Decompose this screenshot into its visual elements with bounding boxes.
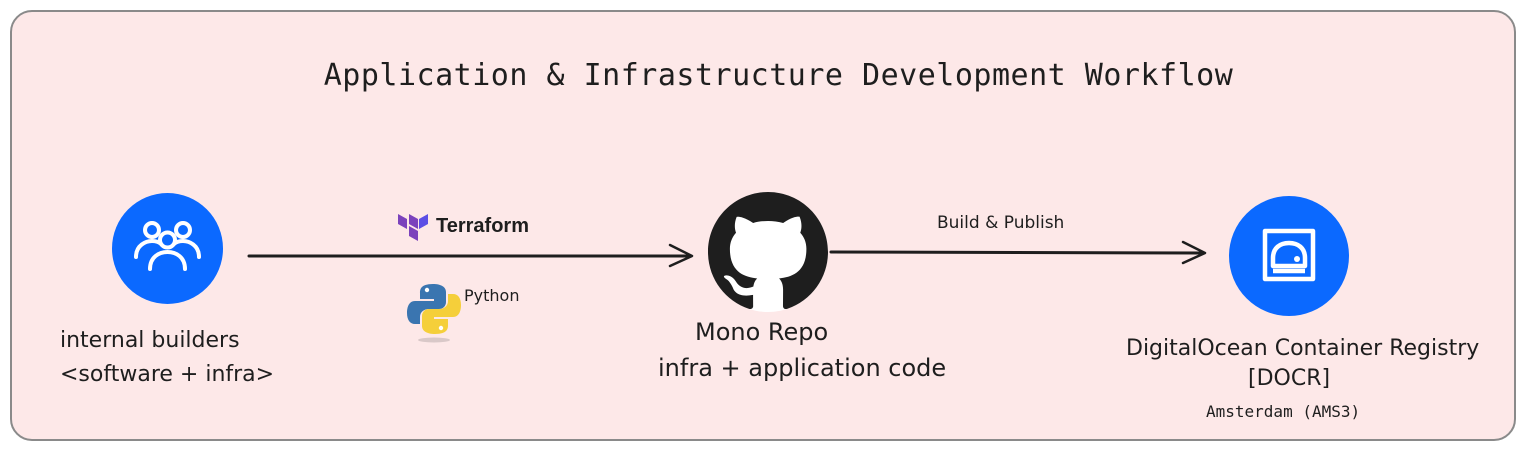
builders-label-line1: internal builders — [60, 328, 240, 353]
python-label: Python — [464, 286, 520, 305]
build-publish-label: Build & Publish — [937, 213, 1065, 233]
users-icon — [112, 193, 223, 304]
terraform-icon — [398, 214, 428, 241]
registry-region-label: Amsterdam (AMS3) — [1206, 402, 1361, 421]
github-icon — [708, 192, 828, 312]
builders-label-line2: <software + infra> — [60, 362, 275, 387]
arrow-repo-to-registry — [829, 240, 1207, 265]
registry-label-line1: DigitalOcean Container Registry — [1126, 336, 1480, 361]
repo-label-line2: infra + application code — [658, 354, 947, 382]
terraform-label: Terraform — [436, 215, 529, 237]
diagram-title: Application & Infrastructure Development… — [323, 58, 1234, 93]
arrow-builders-to-repo — [247, 243, 694, 268]
python-icon — [407, 284, 461, 343]
registry-label-line2: [DOCR] — [1248, 366, 1331, 391]
repo-label-line1: Mono Repo — [695, 318, 829, 346]
container-registry-icon — [1229, 196, 1349, 316]
